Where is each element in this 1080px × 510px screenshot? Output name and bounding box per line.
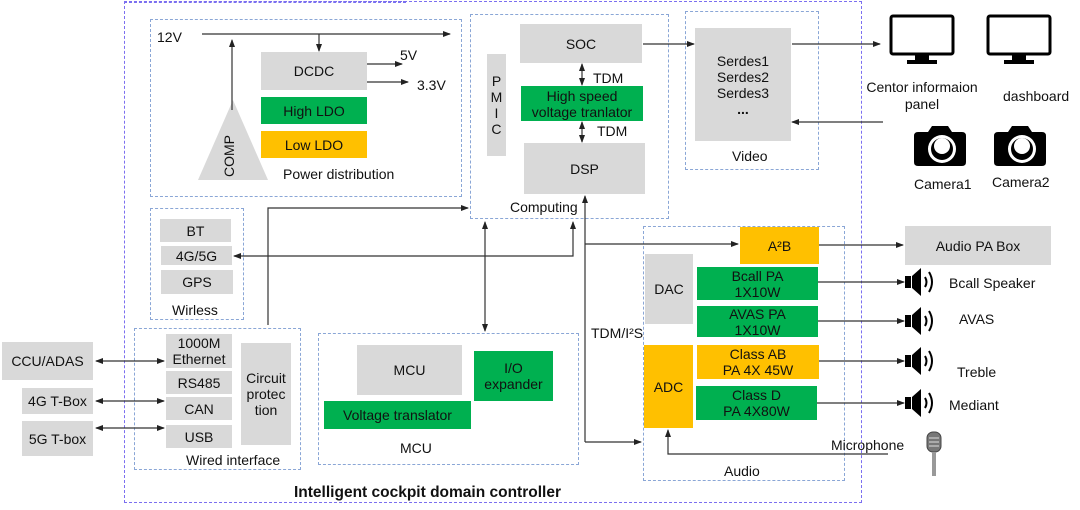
speaker-icon xyxy=(905,268,933,296)
wired-can: CAN xyxy=(166,397,232,420)
wire-4g5g xyxy=(233,221,576,259)
audio-label: Audio xyxy=(724,463,760,479)
microphone-icon xyxy=(926,431,942,476)
high-speed-voltage-translator-block: High speed voltage tranlator xyxy=(521,86,643,121)
serdes-more: ... xyxy=(737,100,749,117)
speaker-icon xyxy=(905,347,933,375)
dashboard-label: dashboard xyxy=(1003,88,1070,104)
ext-4g-tbox: 4G T-Box xyxy=(22,388,93,414)
speaker-icon xyxy=(905,389,933,417)
audio-group xyxy=(643,226,845,481)
power-distribution-group xyxy=(150,19,462,197)
wired-rs485: RS485 xyxy=(166,371,232,394)
monitor-icon xyxy=(889,14,955,64)
voltage-translator-block: Voltage translator xyxy=(324,401,471,429)
wireless-4g5g: 4G/5G xyxy=(161,246,232,265)
serdes-1: Serdes1 xyxy=(716,52,770,69)
wireless-bt: BT xyxy=(160,219,231,242)
dsp-block: DSP xyxy=(524,143,645,194)
ext-5g-tbox: 5G T-box xyxy=(22,421,93,456)
tdm-label-2: TDM xyxy=(597,123,628,139)
speaker-icon xyxy=(905,307,933,335)
microphone-label: Microphone xyxy=(831,437,905,453)
amp-bcall-pa: Bcall PA 1X10W xyxy=(697,267,818,300)
video-group xyxy=(685,11,819,170)
camera-icon xyxy=(994,126,1046,166)
mcu-group xyxy=(318,333,579,465)
ext-ccu-adas: CCU/ADAS xyxy=(2,342,93,380)
power-distribution-label: Power distribution xyxy=(283,166,395,182)
input-12v-label: 12V xyxy=(157,29,182,45)
monitor-icon xyxy=(986,14,1052,64)
camera-icon xyxy=(914,126,966,166)
wire-bus-computing xyxy=(267,205,469,325)
wired-interface-label: Wired interface xyxy=(186,452,281,468)
amp-class-d: Class D PA 4X80W xyxy=(696,386,817,420)
speaker-bcall-label: Bcall Speaker xyxy=(949,275,1036,291)
pmic-block: P M I C xyxy=(487,54,506,156)
low-ldo-block: Low LDO xyxy=(261,131,367,158)
wireless-group xyxy=(150,208,244,320)
wireless-label: Wirless xyxy=(172,302,218,318)
computing-group xyxy=(470,14,669,219)
tdm-i2s-label: TDM/I²S xyxy=(591,325,644,341)
controller-boundary xyxy=(124,1,862,503)
soc-block: SOC xyxy=(520,24,642,63)
high-ldo-block: High LDO xyxy=(261,97,367,124)
mcu-block: MCU xyxy=(357,345,462,395)
amp-class-ab: Class AB PA 4X 45W xyxy=(697,345,819,379)
camera2-label: Camera2 xyxy=(992,174,1050,190)
serdes-2: Serdes2 xyxy=(716,68,770,85)
video-label: Video xyxy=(732,148,768,164)
dcdc-block: DCDC xyxy=(261,52,367,90)
dac-block: DAC xyxy=(645,254,693,324)
audio-pa-box: Audio PA Box xyxy=(905,226,1051,265)
a2b-block: A²B xyxy=(740,227,819,264)
mcu-group-label: MCU xyxy=(400,440,432,456)
output-5v-label: 5V xyxy=(400,47,418,63)
serdes-block: Serdes1 Serdes2 Serdes3 ... xyxy=(695,28,791,141)
amp-avas-pa: AVAS PA 1X10W xyxy=(697,306,818,338)
speaker-avas-label: AVAS xyxy=(959,311,995,327)
center-info-panel-label: Centor informaion panel xyxy=(866,79,978,112)
output-33v-label: 3.3V xyxy=(417,77,446,93)
tdm-label-1: TDM xyxy=(593,70,624,86)
wireless-gps: GPS xyxy=(161,270,233,294)
diagram-title: Intelligent cockpit domain controller xyxy=(294,484,561,501)
speaker-treble-label: Treble xyxy=(957,364,997,380)
io-expander-block: I/O expander xyxy=(474,351,553,401)
serdes-3: Serdes3 xyxy=(716,84,770,101)
camera1-label: Camera1 xyxy=(914,176,972,192)
wired-ethernet: 1000M Ethernet xyxy=(166,334,232,368)
comp-triangle xyxy=(198,100,268,180)
computing-label: Computing xyxy=(510,199,578,215)
wire-mic-adc xyxy=(665,429,888,455)
circuit-protection-block: Circuit protec tion xyxy=(241,343,291,445)
wired-usb: USB xyxy=(166,425,232,448)
speaker-mediant-label: Mediant xyxy=(949,397,999,413)
adc-block: ADC xyxy=(644,345,693,428)
